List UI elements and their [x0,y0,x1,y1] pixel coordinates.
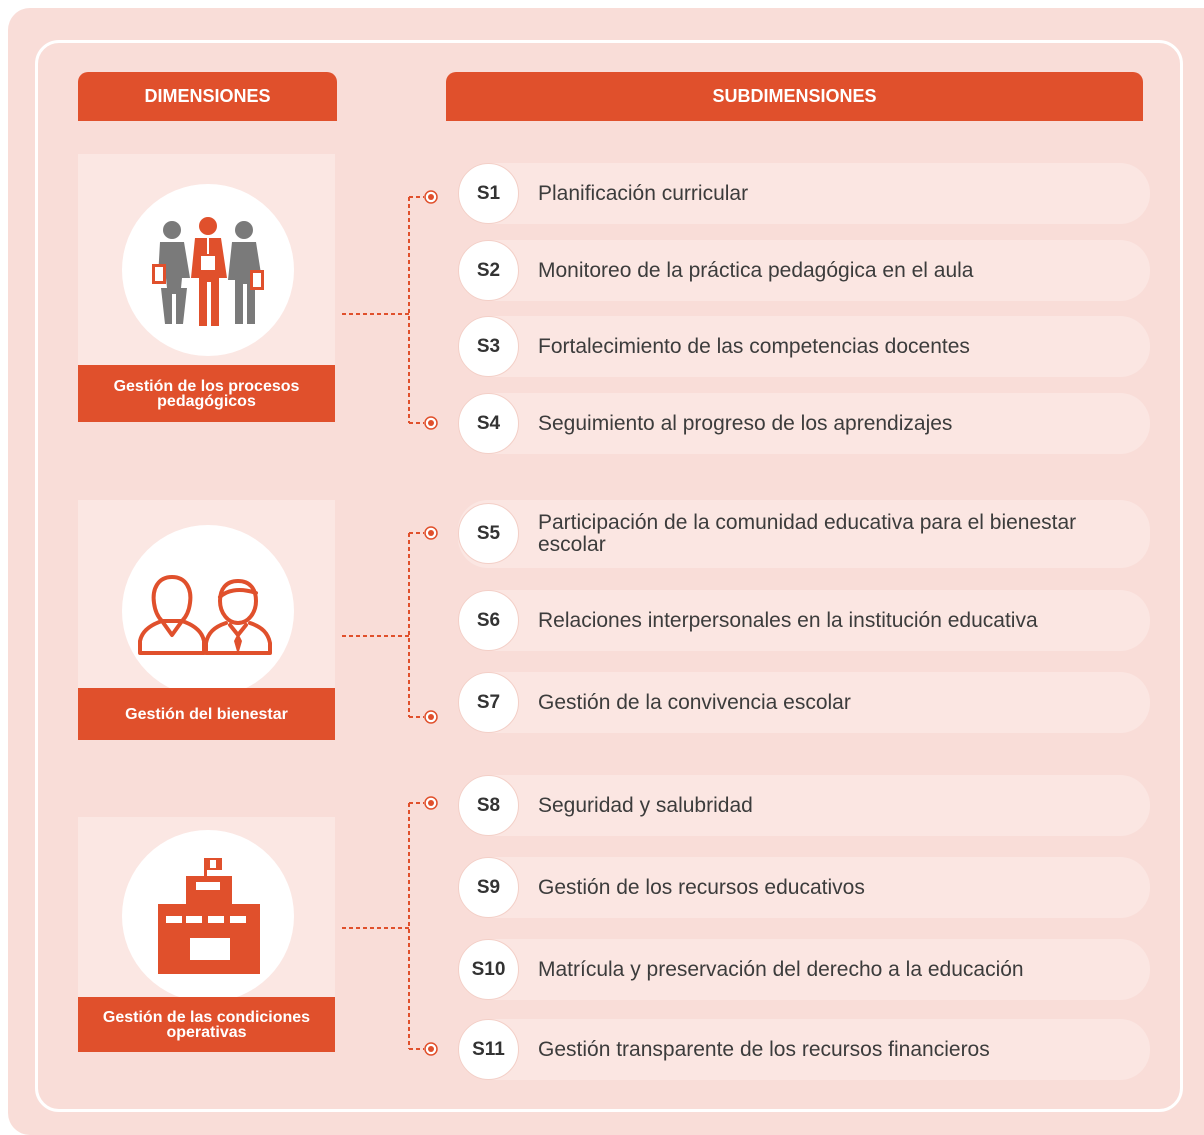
dimension-card-pedagogical: Gestión de los procesos pedagógicos [78,154,335,422]
subdimension-text: Gestión de la convivencia escolar [538,690,851,714]
subdimension-item-s11: S11 Gestión transparente de los recursos… [458,1019,1150,1080]
subdimension-text: Seguimiento al progreso de los aprendiza… [538,411,953,435]
subdimension-text: Matrícula y preservación del derecho a l… [538,957,1024,981]
subdimension-text: Seguridad y salubridad [538,793,753,817]
dimension-label: Gestión del bienestar [78,688,335,740]
subdimension-text: Planificación curricular [538,181,749,205]
subdimension-code: S10 [458,939,519,1000]
subdimension-code: S8 [458,775,519,836]
subdimension-code: S3 [458,316,519,377]
students-icon [122,525,294,697]
subdimension-code: S7 [458,672,519,733]
subdimension-item-s4: S4 Seguimiento al progreso de los aprend… [458,393,1150,454]
subdimension-text: Gestión de los recursos educativos [538,875,865,899]
subdimension-code: S2 [458,240,519,301]
subdimension-item-s8: S8 Seguridad y salubridad [458,775,1150,836]
subdimension-text: Fortalecimiento de las competencias doce… [538,334,970,358]
subdimension-code: S6 [458,590,519,651]
dimensions-header: DIMENSIONES [78,72,337,121]
subdimension-text: Participación de la comunidad educativa … [538,511,1077,556]
dimension-label: Gestión de las condiciones operativas [78,997,335,1052]
subdimension-text: Relaciones interpersonales en la institu… [538,608,1038,632]
subdimension-item-s5: S5 Participación de la comunidad educati… [458,500,1150,568]
school-building-icon [122,830,294,1002]
subdimension-code: S11 [458,1019,519,1080]
diagram-frame [35,40,1183,1112]
subdimension-code: S1 [458,163,519,224]
subdimension-item-s2: S2 Monitoreo de la práctica pedagógica e… [458,240,1150,301]
teachers-group-icon [122,184,294,356]
subdimension-code: S5 [458,503,519,564]
subdimension-code: S9 [458,857,519,918]
subdimension-item-s6: S6 Relaciones interpersonales en la inst… [458,590,1150,651]
dimension-card-wellbeing: Gestión del bienestar [78,500,335,740]
subdimension-item-s10: S10 Matrícula y preservación del derecho… [458,939,1150,1000]
subdimension-text: Monitoreo de la práctica pedagógica en e… [538,258,974,282]
subdimension-text: Gestión transparente de los recursos fin… [538,1037,990,1061]
dimension-card-operational: Gestión de las condiciones operativas [78,817,335,1052]
subdimension-item-s7: S7 Gestión de la convivencia escolar [458,672,1150,733]
dimension-label: Gestión de los procesos pedagógicos [78,365,335,422]
subdimension-code: S4 [458,393,519,454]
subdimension-item-s9: S9 Gestión de los recursos educativos [458,857,1150,918]
subdimensions-header: SUBDIMENSIONES [446,72,1143,121]
subdimension-item-s1: S1 Planificación curricular [458,163,1150,224]
subdimension-item-s3: S3 Fortalecimiento de las competencias d… [458,316,1150,377]
